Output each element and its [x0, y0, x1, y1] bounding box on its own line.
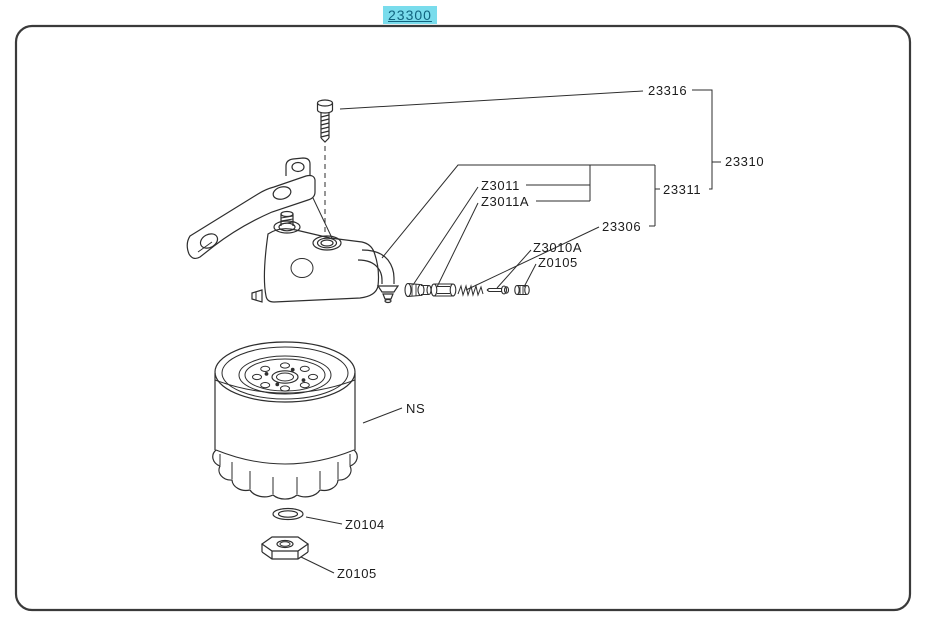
- part-label-23310: 23310: [725, 154, 764, 169]
- part-label-z0104: Z0104: [345, 517, 385, 532]
- drain-nut: [260, 536, 310, 560]
- leader-lines: [300, 89, 721, 574]
- part-label-z3011: Z3011: [481, 178, 520, 193]
- diagram-border: [14, 24, 912, 612]
- filter-cartridge: [212, 341, 358, 500]
- part-label-z0105-nut: Z0105: [337, 566, 377, 581]
- filter-head-body: [251, 210, 400, 304]
- primer-pump-parts: [404, 282, 530, 298]
- part-label-z3011a: Z3011A: [481, 194, 529, 209]
- part-label-23316: 23316: [648, 83, 687, 98]
- o-ring: [272, 507, 304, 521]
- mounting-screw: [316, 99, 334, 232]
- part-label-ns: NS: [406, 401, 425, 416]
- highlighted-part-number[interactable]: 23300: [383, 6, 437, 24]
- part-label-23311: 23311: [663, 182, 701, 197]
- part-label-23306: 23306: [602, 219, 641, 234]
- part-label-z0105-plunger: Z0105: [538, 255, 578, 270]
- filter-head-bracket: [186, 157, 333, 260]
- part-label-z3010a: Z3010A: [533, 240, 582, 255]
- part-labels: 23316 23310 23311 Z3011 Z3011A 23306 Z30…: [337, 83, 764, 581]
- spring-coil: [457, 284, 484, 297]
